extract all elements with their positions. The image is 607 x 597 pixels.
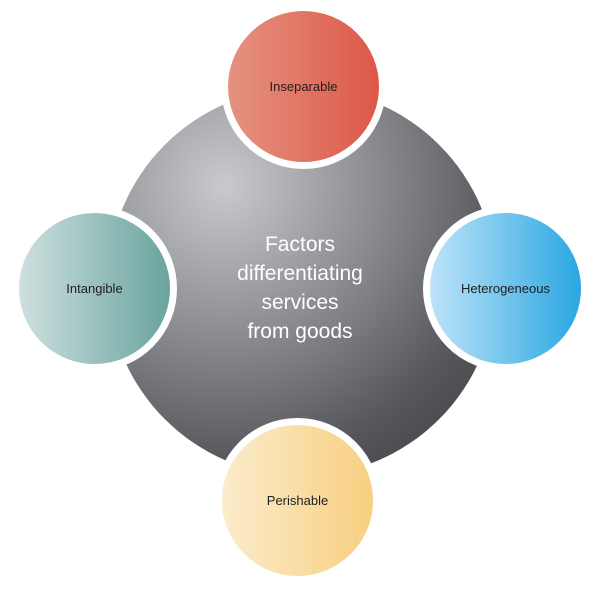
node-inseparable-label: Inseparable [269,79,338,94]
center-line-2: differentiating [237,262,363,285]
center-line-3: services [261,291,339,314]
center-line-4: from goods [247,320,353,343]
node-heterogeneous-label: Heterogeneous [461,281,550,296]
node-perishable-label: Perishable [266,493,329,508]
node-intangible-label: Intangible [66,281,123,296]
node-heterogeneous: Heterogeneous [423,206,588,371]
node-inseparable: Inseparable [221,4,386,169]
center-line-1: Factors [264,233,335,256]
node-perishable: Perishable [215,418,380,583]
node-intangible: Intangible [12,206,177,371]
center-label: Factors differentiating services from go… [198,230,402,346]
